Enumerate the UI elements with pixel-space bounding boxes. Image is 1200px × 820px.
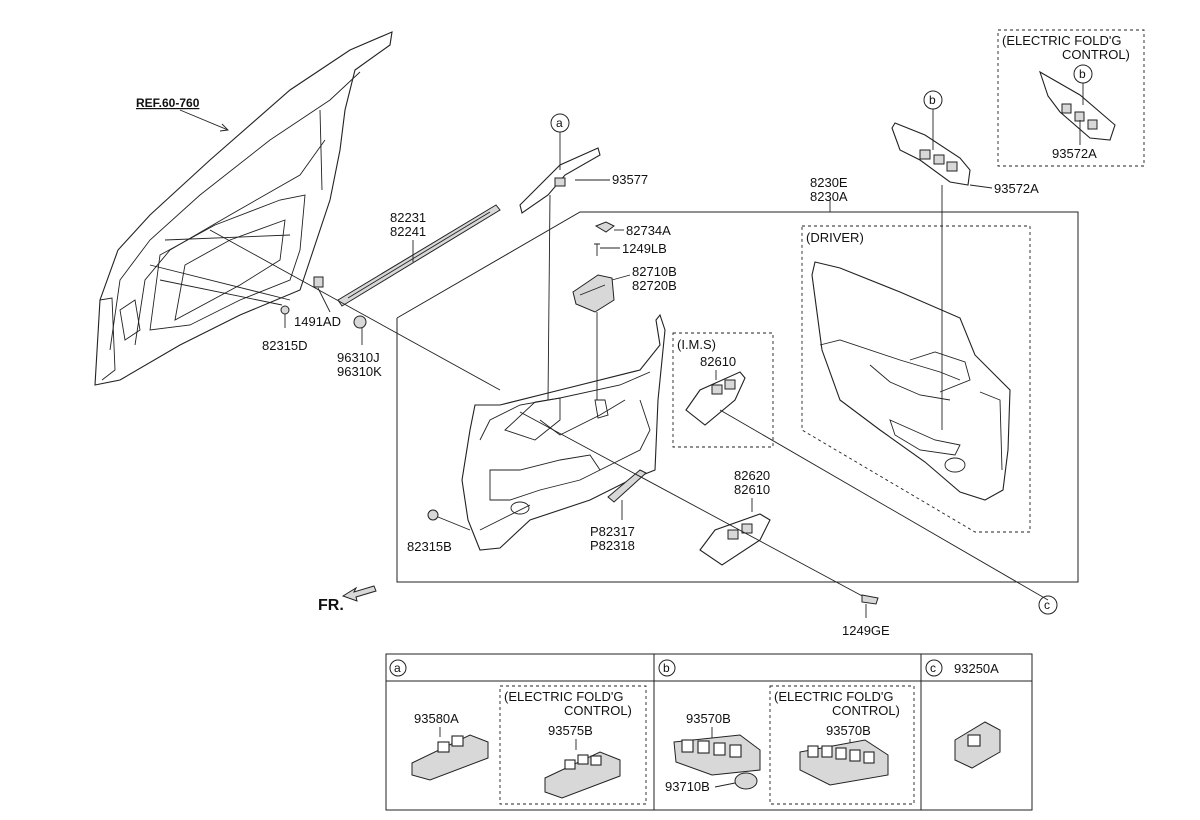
driver-label: (DRIVER) bbox=[806, 230, 864, 245]
label-96310k: 96310K bbox=[337, 364, 382, 379]
inside-handle-part bbox=[572, 274, 615, 313]
label-1249ge: 1249GE bbox=[842, 623, 890, 638]
label-82610-ims: 82610 bbox=[700, 354, 736, 369]
table-b-efc-part: 93570B bbox=[826, 723, 871, 738]
label-93577: 93577 bbox=[612, 172, 648, 187]
ims-label: (I.M.S) bbox=[677, 337, 716, 352]
table-key-b-text: b bbox=[663, 661, 670, 675]
label-8230e: 8230E bbox=[810, 175, 848, 190]
table-key-a bbox=[389, 659, 407, 677]
callout-b-top-text: b bbox=[929, 93, 936, 107]
callout-a-top-text: a bbox=[556, 116, 563, 130]
table-b-part2: 93710B bbox=[665, 779, 710, 794]
label-82710b: 82710B bbox=[632, 264, 677, 279]
switch-93577-part bbox=[519, 147, 601, 214]
label-82315d: 82315D bbox=[262, 338, 308, 353]
label-93572a: 93572A bbox=[994, 181, 1039, 196]
door-frame bbox=[94, 31, 393, 386]
screw-1249lb-part bbox=[594, 243, 600, 256]
screw-1249ge-part bbox=[861, 594, 879, 605]
label-1491ad: 1491AD bbox=[294, 314, 341, 329]
fastener-82315b-part bbox=[427, 509, 439, 521]
speaker-96310-part bbox=[353, 315, 367, 329]
switch-93570b-efc-part bbox=[799, 739, 889, 786]
ims-group-box bbox=[672, 332, 774, 448]
switch-93710b-part bbox=[734, 772, 758, 790]
efc-inset-line1: (ELECTRIC FOLD'G bbox=[1002, 33, 1122, 48]
table-a-efc-line1: (ELECTRIC FOLD'G bbox=[504, 689, 624, 704]
table-key-c-text: c bbox=[930, 661, 936, 675]
switch-93570b-part bbox=[673, 734, 761, 776]
efc-switch-part bbox=[1039, 70, 1116, 141]
table-key-b bbox=[658, 659, 676, 677]
belt-weatherstrip bbox=[337, 204, 501, 307]
table-b-efc-box bbox=[769, 685, 915, 805]
label-82315b: 82315B bbox=[407, 539, 452, 554]
table-a-efc-part: 93575B bbox=[548, 723, 593, 738]
label-p82317: P82317 bbox=[590, 524, 635, 539]
table-b-efc-line2: CONTROL) bbox=[832, 703, 900, 718]
driver-trim-panel bbox=[811, 261, 1011, 501]
table-key-c bbox=[925, 659, 943, 677]
efc-inset-box bbox=[997, 29, 1145, 167]
label-82620: 82620 bbox=[734, 468, 770, 483]
efc-inset-line2: CONTROL) bbox=[1062, 47, 1130, 62]
label-82241: 82241 bbox=[390, 224, 426, 239]
ref-label: REF.60-760 bbox=[136, 96, 200, 110]
table-b-part: 93570B bbox=[686, 711, 731, 726]
lower-switch-part bbox=[699, 513, 771, 566]
label-82720b: 82720B bbox=[632, 278, 677, 293]
switch-93575b-part bbox=[544, 751, 621, 799]
table-b-efc-line1: (ELECTRIC FOLD'G bbox=[774, 689, 894, 704]
ims-switch-part bbox=[685, 371, 746, 426]
label-8230a: 8230A bbox=[810, 189, 848, 204]
switch-93580a-part bbox=[411, 734, 489, 781]
legend-table bbox=[385, 653, 1033, 811]
table-a-efc-line2: CONTROL) bbox=[564, 703, 632, 718]
label-p82318: P82318 bbox=[590, 538, 635, 553]
callout-c-text: c bbox=[1044, 598, 1050, 612]
driver-group-box bbox=[801, 225, 1031, 533]
label-82231: 82231 bbox=[390, 210, 426, 225]
fastener-82315d-part bbox=[280, 305, 290, 315]
table-c-part: 93250A bbox=[954, 661, 999, 676]
front-arrow-icon bbox=[341, 585, 377, 602]
door-trim-panel bbox=[461, 313, 666, 551]
switch-93250a-part bbox=[954, 721, 1001, 769]
front-direction-label: FR. bbox=[318, 597, 344, 614]
callout-c bbox=[1038, 595, 1058, 615]
garnish-p82317-part bbox=[607, 469, 647, 503]
callout-b-inset-text: b bbox=[1079, 67, 1086, 81]
label-96310j: 96310J bbox=[337, 350, 380, 365]
table-key-a-text: a bbox=[394, 661, 401, 675]
switch-93572a-part bbox=[891, 122, 971, 186]
label-82734a: 82734A bbox=[626, 223, 671, 238]
label-82610: 82610 bbox=[734, 482, 770, 497]
cap-82734a-part bbox=[594, 221, 615, 233]
table-a-efc-box bbox=[499, 685, 647, 805]
label-93572a-inset: 93572A bbox=[1052, 146, 1097, 161]
clip-1491ad-part bbox=[313, 276, 324, 288]
table-a-part: 93580A bbox=[414, 711, 459, 726]
label-1249lb: 1249LB bbox=[622, 241, 667, 256]
